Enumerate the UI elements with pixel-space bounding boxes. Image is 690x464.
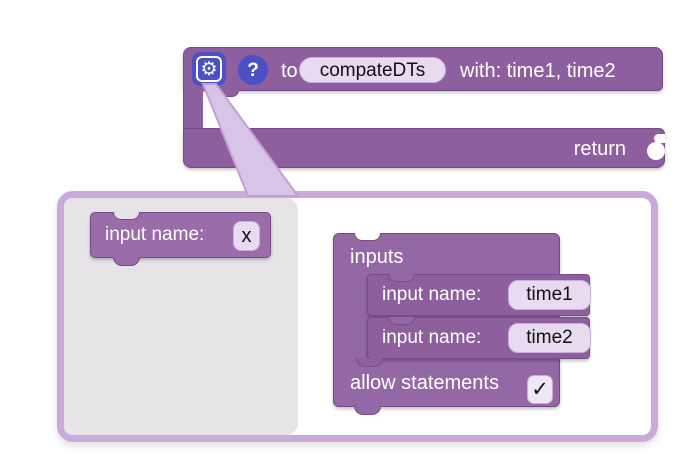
question-icon: ? xyxy=(247,59,259,81)
mutator-bubble: input name: x inputs input name: time1 i… xyxy=(57,191,658,442)
inputs-container-block[interactable]: inputs input name: time1 input name: tim… xyxy=(333,233,591,415)
procedure-name-value: compateDTs xyxy=(319,59,426,81)
gear-icon: ⚙ xyxy=(200,57,218,80)
top-notch xyxy=(388,274,415,282)
input-name-field-time1[interactable]: time1 xyxy=(508,280,591,310)
top-notch xyxy=(354,233,381,241)
mutator-flyout: input name: x xyxy=(64,198,298,435)
input-row-2[interactable]: input name: time2 xyxy=(367,317,591,359)
procedure-name-field[interactable]: compateDTs xyxy=(299,57,446,83)
input-name-field[interactable]: x xyxy=(233,221,260,251)
statement-bottom-tab xyxy=(356,358,383,367)
return-label: return xyxy=(573,138,626,160)
bubble-tail xyxy=(201,83,300,197)
value-socket-lobe xyxy=(647,142,665,160)
value-socket-slot xyxy=(654,134,665,143)
allow-statements-label: allow statements xyxy=(350,372,499,394)
procedure-block-spine[interactable] xyxy=(183,90,203,130)
input-row-1[interactable]: input name: time1 xyxy=(367,274,591,316)
mutator-gear-button[interactable]: ⚙ xyxy=(192,52,226,86)
input-name-field-time2[interactable]: time2 xyxy=(508,323,591,353)
flyout-input-block[interactable]: input name: x xyxy=(90,212,271,266)
input-name-label: input name: xyxy=(105,224,205,245)
help-button[interactable]: ? xyxy=(238,55,268,85)
procedure-block-header[interactable]: ⚙ ? to compateDTs with: time1, time2 xyxy=(183,47,663,91)
bottom-tab xyxy=(113,257,140,266)
allow-statements-checkbox[interactable]: ✓ xyxy=(527,375,553,404)
procedure-params-label: with: time1, time2 xyxy=(460,60,616,82)
to-label: to xyxy=(281,60,298,82)
input-name-label: input name: xyxy=(382,327,482,348)
top-notch xyxy=(388,317,415,325)
top-notch xyxy=(113,212,140,220)
inputs-label: inputs xyxy=(350,246,404,268)
bottom-tab xyxy=(354,406,381,415)
input-name-label: input name: xyxy=(382,284,482,305)
gear-ring: ⚙ xyxy=(196,56,222,82)
